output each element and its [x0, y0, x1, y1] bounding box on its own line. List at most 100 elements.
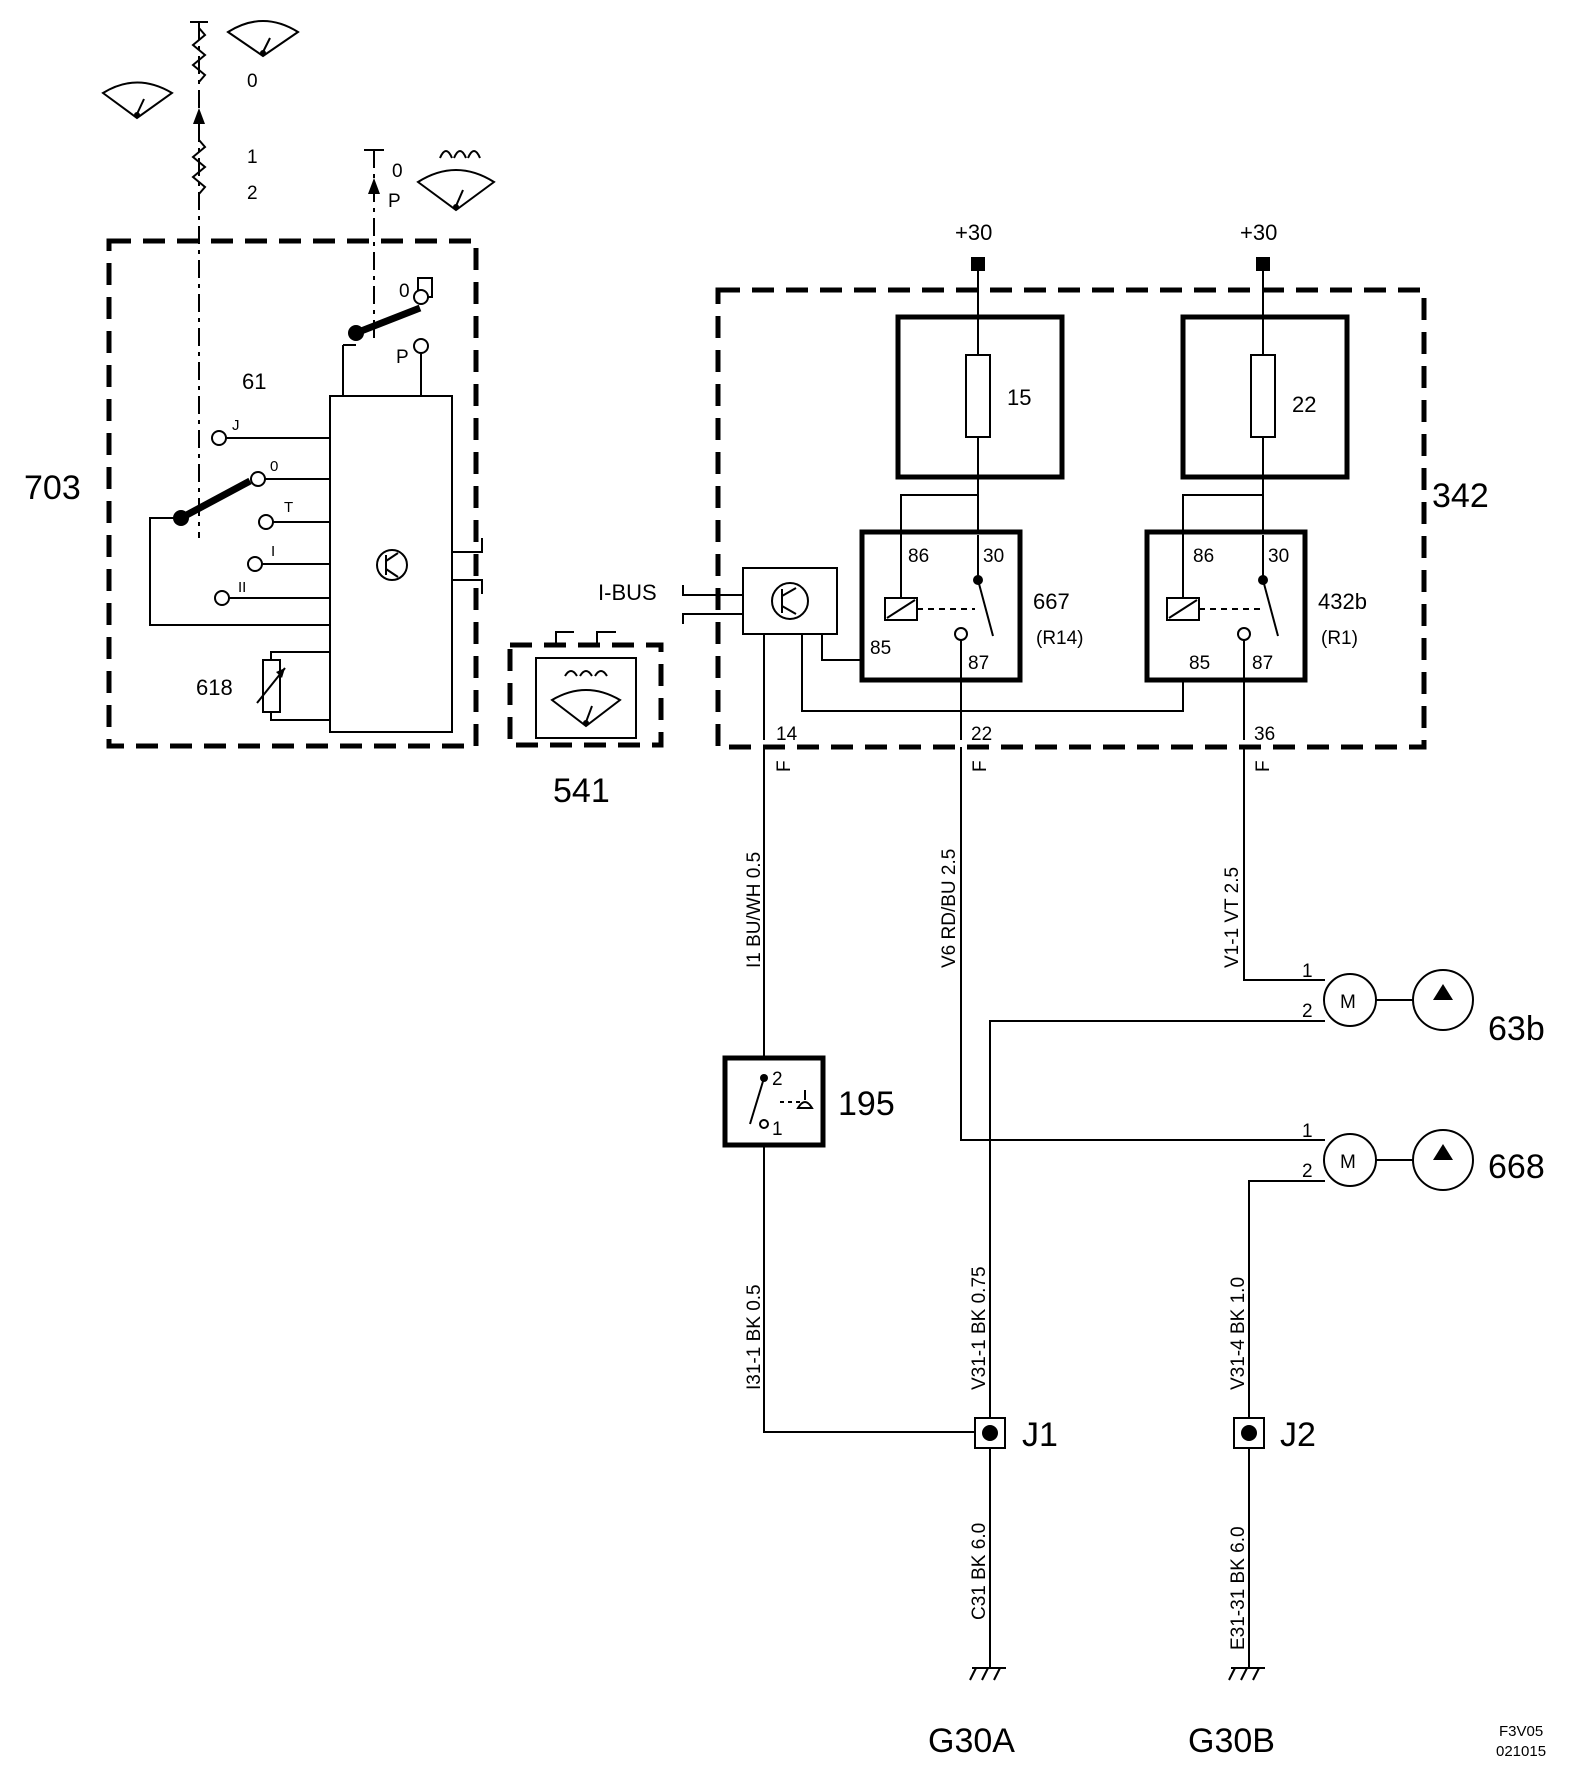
wire-c31-label: C31 BK 6.0 — [969, 1523, 990, 1620]
wire-i311-label: I31-1 BK 0.5 — [744, 1284, 765, 1390]
connector-f-3: F — [1253, 760, 1274, 772]
transistor-icon — [771, 582, 809, 620]
lever-pos-0: 0 — [247, 71, 258, 92]
lever-detent-top — [191, 27, 207, 83]
relay-432b-pin-30: 30 — [1268, 546, 1289, 567]
relay-432b-contact — [1262, 579, 1279, 637]
lever-pos-1: 1 — [247, 147, 258, 168]
motor-668-m: M — [1340, 1152, 1356, 1173]
connector-pin-14: 14 — [776, 724, 798, 745]
junction-j1-label: J1 — [1022, 1416, 1058, 1454]
float-icon — [796, 1090, 814, 1109]
connector-f-2: F — [970, 760, 991, 772]
lever-detent-bottom — [191, 139, 207, 195]
fuse-22-label: 22 — [1292, 392, 1316, 417]
washer-wiper-icon — [416, 150, 496, 212]
ground-g30a-label: G30A — [928, 1722, 1015, 1760]
relay-667-pin-86: 86 — [908, 546, 929, 567]
wire-i1-label: I1 BU/WH 0.5 — [744, 852, 765, 968]
wiper-arrow — [368, 178, 380, 194]
wiper-contact-p — [413, 338, 429, 354]
unit-541-housing — [507, 642, 664, 748]
gauge-icon — [101, 81, 174, 120]
contact-t-label: T — [284, 499, 293, 516]
drawing-code: F3V05 — [1499, 1723, 1543, 1740]
motor-63b-label: 63b — [1488, 1010, 1545, 1048]
wire-v314-label: V31-4 BK 1.0 — [1228, 1277, 1249, 1390]
relay-667-pin-30: 30 — [983, 546, 1004, 567]
connector-pin-36: 36 — [1254, 724, 1275, 745]
ibus-label: I-BUS — [598, 580, 657, 605]
motor-668-label: 668 — [1488, 1148, 1545, 1186]
switch-195-pin-2: 2 — [772, 1069, 783, 1090]
resistor-618-label: 618 — [196, 675, 233, 700]
relay-667-contact — [977, 579, 994, 637]
box-342-label: 342 — [1432, 477, 1489, 515]
contact-i — [247, 556, 263, 572]
motor-668-pin-1: 1 — [1302, 1121, 1313, 1142]
wiper-gauge-icon — [550, 670, 622, 728]
lever-pos-2: 2 — [247, 183, 258, 204]
switch-195-blade — [749, 1077, 765, 1125]
switch-195 — [722, 1055, 826, 1148]
display-unit-541: 541 — [507, 631, 664, 810]
wiper-pos-0: 0 — [392, 161, 403, 182]
wiper-contact-p-label: P — [396, 347, 409, 368]
supply-terminal-b — [1256, 257, 1270, 271]
unit-541-label: 541 — [553, 772, 610, 810]
drawing-date: 021015 — [1496, 1743, 1546, 1760]
relay-432b-pin-86: 86 — [1193, 546, 1214, 567]
ibus-line-b — [682, 613, 743, 624]
switch-module — [329, 395, 453, 733]
connector-pin-22: 22 — [971, 724, 992, 745]
contact-i-label: I — [271, 543, 275, 560]
motor-63b-pin-2: 2 — [1302, 1001, 1313, 1022]
supply-30-b: +30 — [1240, 220, 1277, 245]
wiper-contact-0-label: 0 — [399, 281, 410, 302]
contact-ii — [214, 590, 230, 606]
relay-667-label: 667 — [1033, 589, 1070, 614]
transistor-icon — [376, 549, 408, 581]
contact-ii-label: II — [238, 579, 246, 596]
supply-30-a: +30 — [955, 220, 992, 245]
rotary-switch-blade — [179, 477, 252, 522]
relay-667-pin-87: 87 — [968, 653, 989, 674]
contact-j — [211, 430, 227, 446]
contact-t — [258, 514, 274, 530]
box-342-housing — [715, 287, 1427, 750]
relay-667-ref: (R14) — [1036, 628, 1084, 649]
relay-667-pin-85: 85 — [870, 638, 891, 659]
contact-j-label: J — [232, 417, 240, 434]
contact-0 — [250, 471, 266, 487]
switch-703-housing — [106, 238, 479, 749]
wiper-switch-blade — [354, 304, 422, 337]
connector-f-1: F — [774, 760, 795, 772]
wiper-pos-p: P — [388, 191, 401, 212]
ibus-module — [742, 567, 838, 635]
switch-assembly-703: 703 0 1 2 0 P — [24, 20, 496, 749]
motor-63b-pin-1: 1 — [1302, 961, 1313, 982]
fuse-22 — [1250, 354, 1276, 438]
motor-63b-m: M — [1340, 992, 1356, 1013]
relay-432b-ref: (R1) — [1321, 628, 1358, 649]
wire-v11-label: V1-1 VT 2.5 — [1222, 867, 1243, 968]
ground-icon — [969, 1667, 1006, 1681]
switch-703-label: 703 — [24, 469, 81, 507]
junction-j2-label: J2 — [1280, 1416, 1316, 1454]
ground-icon — [1228, 1667, 1265, 1681]
wire-v311-label: V31-1 BK 0.75 — [969, 1266, 990, 1390]
contact-0-label: 0 — [270, 458, 278, 475]
relay-432b-label: 432b — [1318, 589, 1367, 614]
external-wiring: I1 BU/WH 0.5 V6 RD/BU 2.5 V1-1 VT 2.5 V3… — [722, 747, 1545, 1760]
ibus-to-667-85 — [821, 634, 862, 661]
relay-box-342: 342 +30 +30 15 22 I-BUS — [598, 220, 1489, 772]
gauge-icon — [226, 20, 300, 58]
relay-432b-pin-87: 87 — [1252, 653, 1273, 674]
relay-432b-pin-85: 85 — [1189, 653, 1210, 674]
ibus-to-432b-85 — [801, 634, 1184, 712]
supply-terminal-a — [971, 257, 985, 271]
ibus-line-a — [682, 585, 743, 596]
wiper-contact-0 — [413, 289, 429, 305]
switch-position-61: 61 — [242, 369, 266, 394]
